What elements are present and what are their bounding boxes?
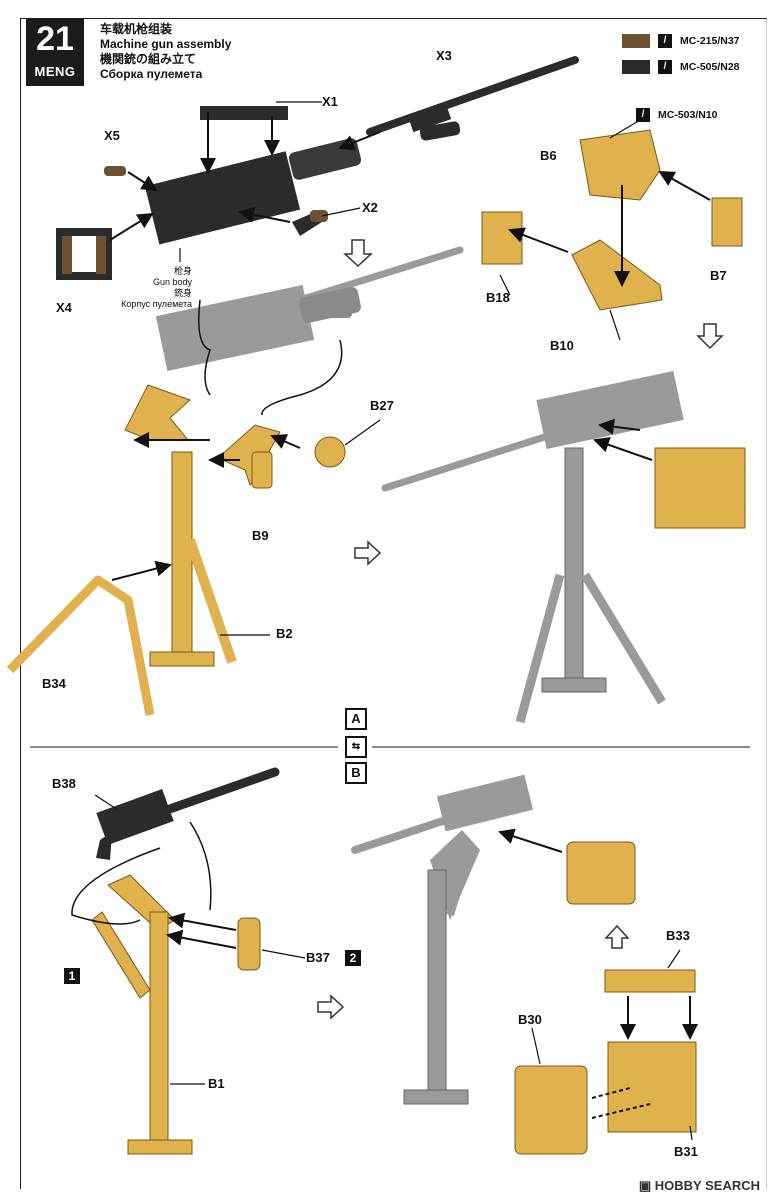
sequence-badge-1: 1 [64, 968, 80, 984]
brush-icon: / [658, 60, 672, 74]
title-zh: 车载机枪组装 [100, 22, 173, 36]
gun-grey-body [155, 246, 464, 371]
part-label: X4 [56, 300, 72, 315]
tan-pedestal-parts [6, 384, 346, 716]
part-label: B30 [518, 1012, 542, 1027]
watermark: ▣ HOBBY SEARCH [639, 1178, 760, 1194]
part-label: X3 [436, 48, 452, 63]
part-label: B27 [370, 398, 394, 413]
part-label: B38 [52, 776, 76, 791]
hobby-search-logo-icon: ▣ [638, 1178, 655, 1193]
part-label: X5 [104, 128, 120, 143]
swap-icon: ⇆ [345, 736, 367, 758]
brush-icon: / [636, 108, 650, 122]
paint-code: MC-503/N10 [658, 109, 718, 121]
option-b-badge: B [345, 762, 367, 784]
part-label: B31 [674, 1144, 698, 1159]
option-b-parts [91, 767, 280, 1155]
part-label: B18 [486, 290, 510, 305]
step-badge: 21 MENG [26, 18, 84, 86]
brush-icon: / [658, 34, 672, 48]
part-label: B34 [42, 676, 66, 691]
sequence-badge-2: 2 [345, 950, 361, 966]
part-label: B9 [252, 528, 269, 543]
part-label: B37 [306, 950, 330, 965]
caption-zh: 枪身 [173, 266, 192, 276]
option-a-badge: A [345, 708, 367, 730]
caption-ru: Корпус пулемета [121, 299, 192, 309]
caption-ja: 銃身 [173, 288, 192, 298]
part-label: B1 [208, 1076, 225, 1091]
title-ja: 機関銃の組み立て [100, 52, 197, 66]
option-b-assembled [351, 774, 697, 1155]
paint-swatch [622, 60, 650, 74]
paint-legend-2: / MC-505/N28 [622, 60, 740, 74]
paint-code: MC-215/N37 [680, 35, 740, 47]
part-label: B7 [710, 268, 727, 283]
part-label: B2 [276, 626, 293, 641]
title-ru: Сборка пулемета [100, 67, 203, 81]
page-frame [20, 18, 767, 1189]
part-label: X1 [322, 94, 338, 109]
paint-swatch [622, 34, 650, 48]
title-en: Machine gun assembly [100, 37, 232, 51]
watermark-text: HOBBY SEARCH [654, 1178, 760, 1193]
step-number: 21 [36, 20, 74, 58]
assembled-gun-tripod [381, 370, 746, 724]
brand-logo: MENG [34, 64, 76, 79]
part-label: B10 [550, 338, 574, 353]
gun-body-caption: 枪身 Gun body 銃身 Корпус пулемета [120, 266, 192, 310]
part-label: B33 [666, 928, 690, 943]
paint-legend-1: / MC-215/N37 [622, 34, 740, 48]
ammo-box-parts [481, 129, 743, 311]
caption-en: Gun body [152, 277, 192, 287]
part-label: X2 [362, 200, 378, 215]
paint-code: MC-505/N28 [680, 61, 740, 73]
paint-legend-b6: / MC-503/N10 [636, 108, 718, 122]
part-label: B6 [540, 148, 557, 163]
step-title: 车载机枪组装 Machine gun assembly 機関銃の組み立て Сбо… [100, 22, 231, 82]
